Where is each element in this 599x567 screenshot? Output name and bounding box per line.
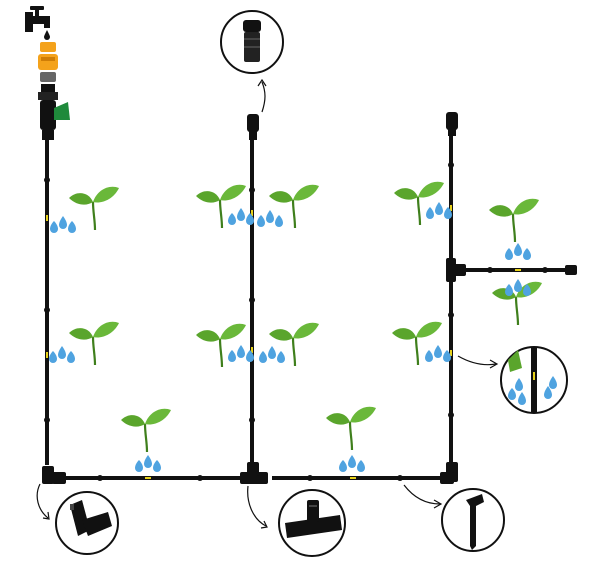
dripper-callout <box>457 346 568 414</box>
plant-7 <box>49 320 121 367</box>
plant-1 <box>50 185 121 233</box>
bottom-pipe-right <box>272 475 448 481</box>
plant-10 <box>390 320 451 367</box>
corner-elbow-right <box>440 462 458 484</box>
plant-4 <box>392 180 452 227</box>
stake-callout <box>403 484 505 552</box>
faucet-icon <box>25 6 50 40</box>
plant-8 <box>194 322 254 369</box>
plant-6 <box>490 279 544 327</box>
tee-connector-callout <box>247 485 346 557</box>
dripper-dots <box>46 205 521 479</box>
pipe-middle <box>249 140 255 465</box>
main-pipe-left <box>44 140 50 465</box>
end-cap-icon <box>243 20 261 62</box>
bottom-pipe-left <box>65 475 245 481</box>
stake-icon <box>466 494 484 550</box>
pipe-right <box>448 135 454 465</box>
plant-5 <box>487 197 541 260</box>
end-cap-callout <box>220 10 284 113</box>
plant-2 <box>194 183 254 230</box>
valve-icon <box>38 84 70 140</box>
elbow-connector-icon <box>70 500 112 536</box>
elbow-connector-callout <box>36 483 119 555</box>
corner-elbow-left <box>42 466 66 484</box>
tee-branch-right <box>446 258 466 282</box>
plant-9 <box>259 321 321 368</box>
plant-12 <box>324 405 378 472</box>
tee-connector-icon <box>285 500 342 538</box>
end-plug-middle <box>247 114 259 140</box>
tee-bottom-middle <box>240 462 268 484</box>
end-plug-right <box>446 112 458 136</box>
plant-3 <box>257 183 321 230</box>
quick-connector-icon <box>38 42 58 82</box>
dripper-icon <box>508 347 557 413</box>
plant-11 <box>119 407 173 472</box>
